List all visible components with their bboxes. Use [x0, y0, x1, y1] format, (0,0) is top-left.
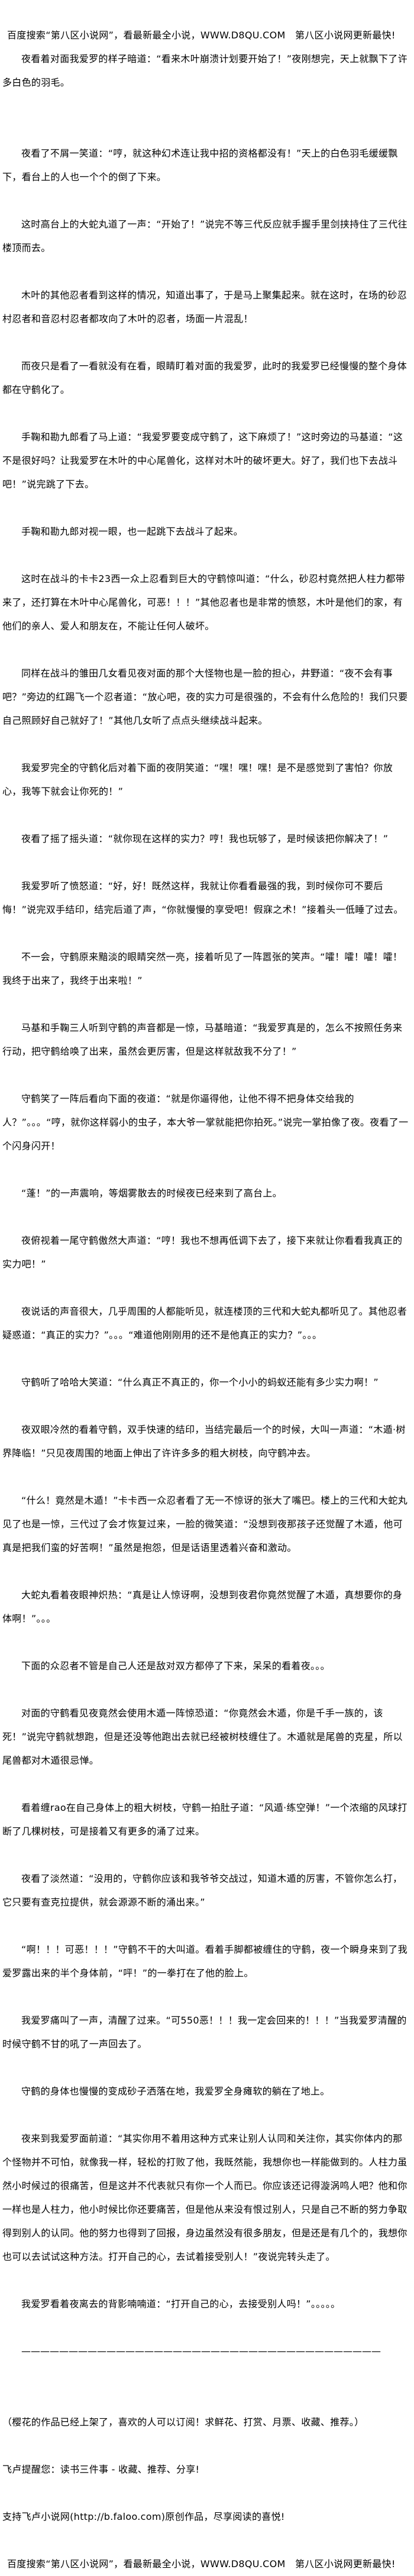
chapter-paragraph: “啊！！！可恶！！！”守鹤不干的大叫道。看着手脚都被缠住的守鹤，夜一个瞬身来到了… — [2, 1944, 407, 1979]
author-note: （樱花的作品已经上架了，喜欢的人可以订阅！求鲜花、打赏、月票、收藏、推荐。） — [2, 2416, 364, 2428]
chapter-paragraph: 不一会，守鹤原来黯淡的眼睛突然一亮，接着听见了一阵嚣张的笑声。“嚯！嚯！嚯！嚯！… — [2, 951, 403, 986]
chapter-paragraph: 这时在战斗的卡卡23西一众上忍看到巨大的守鹤惊叫道：“什么，砂忍村竟然把人柱力都… — [2, 573, 405, 632]
chapter-paragraph: “什么！竟然是木遁！”卡卡西一众忍者看了无一不惊讶的张大了嘴巴。楼上的三代和大蛇… — [2, 1495, 407, 1553]
faloo-reminder: 飞卢提醒您：读书三件事 - 收藏、推荐、分享! — [2, 2464, 200, 2475]
chapter-paragraph: 我爱罗看着夜离去的背影喃喃道：“打开自己的心，去接受别人吗！”。。。。。 — [21, 2298, 341, 2310]
footer-banner: 百度搜索“第八区小说网”，看最新最全小说，WWW.D8QU.COM 第八区小说网… — [7, 2558, 396, 2570]
chapter-paragraph: 夜看了不屑一笑道：“哼，就这种幻术连让我中招的资格都没有！”天上的白色羽毛缓缓飘… — [2, 148, 398, 183]
chapter-paragraph: 这时高台上的大蛇丸道了一声：“开始了！”说完不等三代反应就手握手里剑挟持住了三代… — [2, 219, 407, 253]
faloo-support: 支持飞卢小说网(http://b.faloo.com)原创作品，尽享阅读的喜悦! — [2, 2511, 285, 2522]
chapter-paragraph: 夜说话的声音很大，几乎周围的人都能听见，就连楼顶的三代和大蛇丸都听见了。其他忍者… — [2, 1306, 407, 1341]
chapter-paragraph: 守鹤的身体也慢慢的变成砂子洒落在地，我爱罗全身瘫软的躺在了地上。 — [21, 2086, 330, 2097]
chapter-paragraph: 同样在战斗的雏田几女看见夜对面的那个大怪物也是一脸的担心，井野道：“夜不会有事吧… — [2, 668, 408, 726]
chapter-paragraph: 看着缠rao在自己身体上的粗大树枝，守鹤一拍肚子道：“风遁·练空弹！”一个浓缩的… — [2, 1802, 407, 1837]
chapter-paragraph: 对面的守鹤看见夜竟然会使用木遁一阵惊恐道：“你竟然会木遁，你是千手一族的，该死！… — [2, 1707, 403, 1766]
chapter-paragraph: 我爱罗听了愤怒道：“好，好！既然这样，我就让你看看最强的我，到时候你可不要后悔！… — [2, 880, 403, 915]
header-banner: 百度搜索“第八区小说网”，看最新最全小说，WWW.D8QU.COM 第八区小说网… — [7, 30, 396, 41]
chapter-paragraph: 我爱罗完全的守鹤化后对着下面的夜阴笑道：“嘿！嘿！嘿！是不是感觉到了害怕？你放心… — [2, 762, 393, 797]
chapter-paragraph: 守鹤听了哈哈大笑道：“什么真正不真正的，你一个小小的蚂蚁还能有多少实力啊！” — [21, 1377, 379, 1388]
chapter-paragraph: 夜看了淡然道：“没用的，守鹤你应该和我爷爷交战过，知道木遁的厉害，不管你怎么打，… — [2, 1873, 403, 1908]
chapter-paragraph: 手鞠和勘九郎对视一眼，也一起跳下去战斗了起来。 — [21, 526, 243, 537]
chapter-paragraph: 我爱罗痛叫了一声，清醒了过来。“可550恶！！！我一定会回来的！！！”当我爱罗清… — [2, 2015, 407, 2050]
chapter-paragraph: 而夜只是看了一看就没有在看，眼睛盯着对面的我爱罗，此时的我爱罗已经慢慢的整个身体… — [2, 360, 407, 395]
chapter-paragraph: 手鞠和勘九郎看了马上道：“我爱罗要变成守鹤了，这下麻烦了！”这时旁边的马基道：“… — [2, 431, 403, 490]
chapter-paragraph: 守鹤笑了一阵后看向下面的夜道：“就是你逼得他，让他不得不把身体交给我的人？”。。… — [2, 1093, 409, 1152]
chapter-body: 夜看着对面我爱罗的样子暗道：“看来木叶崩溃计划要开始了！”夜刚想完，天上就飘下了… — [2, 47, 412, 2316]
chapter-paragraph: 夜看着对面我爱罗的样子暗道：“看来木叶崩溃计划要开始了！”夜刚想完，天上就飘下了… — [2, 53, 407, 88]
chapter-paragraph: 夜俯视着一尾守鹤傲然大声道：“哼！我也不想再低调下去了，接下来就让你看看我真正的… — [2, 1235, 403, 1270]
chapter-paragraph: “蓬！”的一声震响，等烟雾散去的时候夜已经来到了高台上。 — [21, 1188, 282, 1199]
chapter-paragraph: 夜看了摇了摇头道：“就你现在这样的实力？哼！我也玩够了，是时候该把你解决了！” — [21, 833, 389, 844]
chapter-paragraph: 夜来到我爱罗面前道：“其实你用不着用这种方式来让别人认同和关注你，其实你体内的那… — [2, 2133, 407, 2262]
chapter-paragraph: 夜双眼冷然的看着守鹤，双手快速的结印，当结完最后一个的时候，大叫一声道：“木遁·… — [2, 1424, 406, 1459]
chapter-paragraph: 下面的众忍者不管是自己人还是敌对双方都停了下来，呆呆的看着夜。。。 — [21, 1660, 330, 1671]
chapter-paragraph: 大蛇丸看着夜眼神炽热：“真是让人惊讶啊，没想到夜君你竟然觉醒了木遁，真想要你的身… — [2, 1589, 403, 1624]
chapter-paragraph: 马基和手鞠三人听到守鹤的声音都是一惊，马基暗道：“我爱罗真是的，怎么不按照任务来… — [2, 1022, 403, 1057]
chapter-paragraph: 木叶的其他忍者看到这样的情况，知道出事了，于是马上聚集起来。就在这时，在场的砂忍… — [2, 290, 407, 324]
section-divider: —————————————————————————————————————— — [21, 2346, 381, 2357]
